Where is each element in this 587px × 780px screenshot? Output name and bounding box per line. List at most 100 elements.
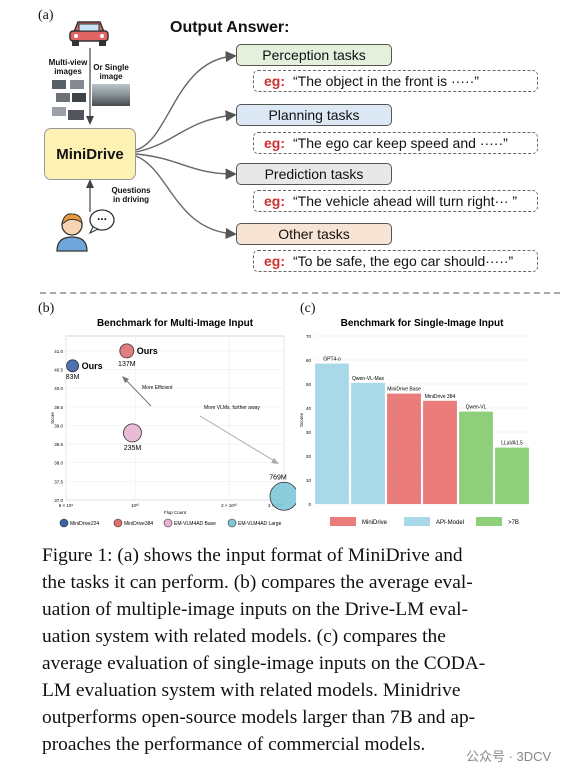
y-tick-label: 38.5 bbox=[54, 442, 63, 447]
output-answer-title: Output Answer: bbox=[170, 19, 290, 36]
annotation-vlms: More VLMs, further away bbox=[204, 405, 260, 411]
y-tick-label: 40.5 bbox=[54, 368, 63, 373]
eg-tag: eg: bbox=[264, 253, 285, 269]
panel-a-label: (a) bbox=[38, 8, 54, 23]
caption-line: Figure 1: (a) shows the input format of … bbox=[42, 545, 463, 566]
legend-marker bbox=[59, 518, 69, 528]
x-tick-label: 6 × 10⁹ bbox=[59, 503, 74, 508]
legend-swatch bbox=[404, 517, 430, 526]
y-tick-label: 60 bbox=[306, 358, 312, 363]
data-point bbox=[269, 481, 296, 511]
y-tick-label: 40 bbox=[306, 406, 312, 411]
bar-label: GPT4-o bbox=[323, 357, 341, 363]
y-tick-label: 37.5 bbox=[54, 479, 63, 484]
example-text: “To be safe, the ego car should·····” bbox=[293, 253, 514, 269]
vlms-arrow bbox=[199, 415, 277, 463]
y-tick-label: 39.0 bbox=[54, 423, 63, 428]
caption-line: the tasks it can perform. (b) compares t… bbox=[42, 572, 473, 593]
caption-line: average evaluation of single-image input… bbox=[42, 653, 486, 674]
bar bbox=[351, 382, 385, 504]
chart-title: Benchmark for Multi-Image Input bbox=[97, 318, 254, 329]
data-point bbox=[119, 343, 135, 359]
eg-tag: eg: bbox=[264, 193, 285, 209]
bar bbox=[387, 393, 421, 504]
minidrive-label: MiniDrive bbox=[56, 145, 124, 163]
person-icon bbox=[56, 213, 88, 252]
bar-label: Qwen-VL bbox=[466, 405, 487, 411]
panel-c-label: (c) bbox=[300, 301, 316, 316]
point-size-label: 83M bbox=[66, 374, 80, 381]
chart-title: Benchmark for Single-Image Input bbox=[341, 318, 504, 329]
data-point bbox=[66, 359, 80, 373]
input-arrow bbox=[86, 48, 94, 125]
legend-label: MiniDrive bbox=[362, 520, 388, 526]
x-axis-label: Flop Count bbox=[164, 510, 187, 515]
y-tick-label: 20 bbox=[306, 454, 312, 459]
bar-label: Qwen-VL-Max bbox=[352, 376, 384, 382]
single-image-icon bbox=[92, 84, 130, 106]
bar-label: LLaVA1.5 bbox=[501, 441, 523, 447]
point-size-label: 137M bbox=[118, 361, 136, 368]
single-image-label: Or Single image bbox=[93, 63, 129, 81]
legend-marker bbox=[163, 518, 173, 528]
caption-line: outperforms open-source models larger th… bbox=[42, 707, 476, 728]
task-prediction: Prediction tasks bbox=[236, 163, 392, 185]
multi-image-chart: Benchmark for Multi-Image Input37.037.53… bbox=[50, 318, 296, 528]
minidrive-model-box: MiniDrive bbox=[44, 128, 136, 180]
point-tag: Ours bbox=[82, 361, 103, 371]
point-tag: Ours bbox=[137, 346, 158, 356]
legend-label: EM-VLM4AD Base bbox=[174, 521, 216, 527]
bar bbox=[315, 363, 349, 504]
legend-label: EM-VLM4AD Large bbox=[238, 521, 282, 527]
caption-line: uation system with related models. (c) c… bbox=[42, 626, 446, 647]
eg-tag: eg: bbox=[264, 135, 285, 151]
panel-b-label: (b) bbox=[38, 301, 55, 316]
annotation-efficient: More Efficient bbox=[142, 385, 173, 391]
bar bbox=[459, 411, 493, 504]
legend-swatch bbox=[476, 517, 502, 526]
efficient-arrow bbox=[123, 377, 152, 407]
y-tick-label: 70 bbox=[306, 334, 312, 339]
multiview-images-icon bbox=[52, 80, 88, 126]
watermark: 公众号 · 3DCV bbox=[466, 749, 552, 764]
example-other: eg: “To be safe, the ego car should·····” bbox=[253, 250, 538, 272]
caption-line: uation of multiple-image inputs on the D… bbox=[42, 599, 468, 620]
single-image-chart: Benchmark for Single-Image Input 0 10 20 30 4… bbox=[299, 318, 530, 526]
y-tick-label: 10 bbox=[306, 478, 312, 483]
y-tick-label: 0 bbox=[308, 502, 311, 507]
questions-label: Questions in driving bbox=[111, 186, 151, 204]
y-axis-label: Scores bbox=[299, 412, 304, 427]
bar bbox=[423, 400, 457, 504]
eg-tag: eg: bbox=[264, 73, 285, 89]
task-other: Other tasks bbox=[236, 223, 392, 245]
point-size-label: 235M bbox=[124, 445, 142, 452]
legend-label: API-Model bbox=[436, 520, 464, 526]
bar-label: MiniDrive 384 bbox=[425, 394, 456, 400]
legend-label: MiniDrive224 bbox=[70, 521, 99, 527]
chat-bubble-icon bbox=[88, 209, 115, 234]
bar-label: MiniDrive Base bbox=[387, 387, 421, 393]
legend-label: MiniDrive384 bbox=[124, 521, 153, 527]
caption-line: proaches the performance of commercial m… bbox=[42, 734, 426, 755]
y-tick-label: 30 bbox=[306, 430, 312, 435]
legend-marker bbox=[227, 518, 237, 528]
task-arrows bbox=[135, 50, 237, 240]
task-perception: Perception tasks bbox=[236, 44, 392, 66]
vlms-arrowhead bbox=[271, 458, 279, 464]
example-prediction: eg:“The vehicle ahead will turn right···… bbox=[253, 190, 538, 212]
legend-swatch bbox=[330, 517, 356, 526]
y-tick-label: 39.5 bbox=[54, 405, 63, 410]
y-axis-label: Score bbox=[50, 412, 55, 424]
data-point bbox=[123, 423, 142, 443]
efficient-arrowhead bbox=[122, 376, 129, 383]
example-text: “The object in the front is ·····” bbox=[293, 73, 479, 89]
caption-line: LM evaluation system with related models… bbox=[42, 680, 461, 701]
figure-caption: Figure 1: (a) shows the input format of … bbox=[42, 542, 562, 758]
y-tick-label: 40.0 bbox=[54, 386, 63, 391]
task-planning: Planning tasks bbox=[236, 104, 392, 126]
panel-divider bbox=[40, 292, 560, 294]
legend-label: >7B bbox=[508, 520, 519, 526]
x-tick-label: 2 × 10¹⁰ bbox=[221, 503, 237, 508]
x-tick-label: 10¹⁰ bbox=[131, 503, 140, 508]
example-planning: eg:“The ego car keep speed and ·····” bbox=[253, 132, 538, 154]
